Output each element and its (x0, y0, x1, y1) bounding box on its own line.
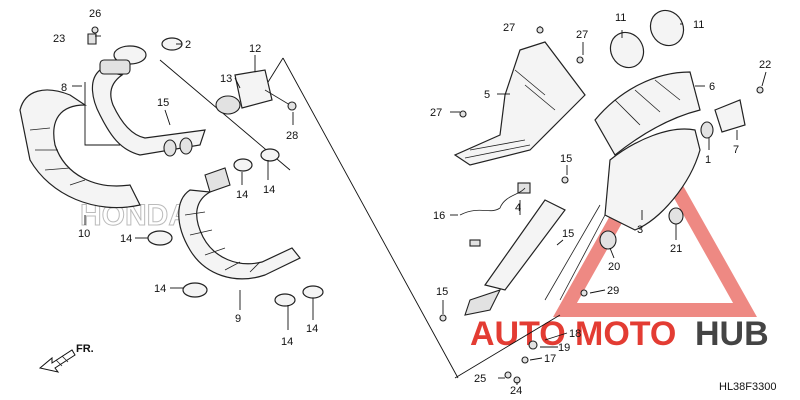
callout-8: 8 (61, 82, 67, 94)
watermark-logo: AUTO MOTO HUB (470, 315, 769, 353)
callout-15-b: 15 (560, 153, 572, 165)
callout-4: 4 (515, 202, 521, 214)
callout-1: 1 (705, 154, 711, 166)
callout-14-b: 14 (263, 184, 275, 196)
clamp-parts-14 (147, 148, 324, 307)
exhaust-pipe-lower-part (178, 167, 301, 280)
callout-13: 13 (220, 73, 232, 85)
callout-27-c: 27 (430, 107, 442, 119)
callout-15-a: 15 (157, 97, 169, 109)
callout-29: 29 (607, 285, 619, 297)
muffler-body-part (544, 128, 701, 301)
front-direction-arrow: FR. (38, 343, 94, 373)
callout-15-c: 15 (562, 228, 574, 240)
callout-14-d: 14 (154, 283, 166, 295)
callout-27-a: 27 (503, 22, 515, 34)
callout-11-a: 11 (615, 12, 626, 24)
callout-labels: 26 23 2 8 12 13 15 28 14 14 10 14 14 9 1… (53, 8, 771, 397)
diagram-code: HL38F3300 (719, 381, 777, 393)
callout-14-f: 14 (306, 323, 318, 335)
bolt-parts-23-26 (87, 26, 99, 45)
joint-parts-12-13 (215, 69, 297, 115)
callout-25: 25 (474, 373, 486, 385)
callout-26: 26 (89, 8, 101, 20)
ring-parts-11 (609, 9, 685, 69)
direction-label: FR. (76, 343, 94, 355)
callout-27-b: 27 (576, 29, 588, 41)
svg-text:HUB: HUB (695, 315, 769, 353)
callout-22: 22 (759, 59, 771, 71)
callout-9: 9 (235, 313, 241, 325)
callout-11-b: 11 (693, 19, 704, 31)
callout-3: 3 (637, 224, 643, 236)
callout-15-d: 15 (436, 286, 448, 298)
muffler-cover-part (594, 71, 701, 156)
callout-14-c: 14 (120, 233, 132, 245)
svg-text:MOTO: MOTO (575, 315, 676, 353)
leader-lines (72, 23, 767, 385)
tail-cap-part-7 (700, 86, 764, 139)
catalytic-pipe-part (464, 182, 566, 316)
callout-7: 7 (733, 144, 739, 156)
callout-17: 17 (544, 353, 556, 365)
callout-23: 23 (53, 33, 65, 45)
callout-28: 28 (286, 130, 298, 142)
callout-6: 6 (709, 81, 715, 93)
callout-18: 18 (569, 328, 581, 340)
callout-21: 21 (670, 243, 682, 255)
heat-shield-left-part (19, 89, 141, 209)
callout-14-e: 14 (281, 336, 293, 348)
callout-12: 12 (249, 43, 261, 55)
callout-19: 19 (558, 342, 570, 354)
exhaust-pipe-upper-part (91, 45, 206, 157)
callout-14-a: 14 (236, 189, 248, 201)
sensor-cable-part-16 (459, 187, 526, 247)
callout-16: 16 (433, 210, 445, 222)
small-hardware-bottom (439, 176, 588, 384)
callout-5: 5 (484, 89, 490, 101)
callout-10: 10 (78, 228, 90, 240)
callout-24: 24 (510, 385, 522, 397)
watermark-triangle (553, 135, 757, 317)
heat-shield-center-part (453, 26, 586, 166)
callout-2: 2 (185, 39, 191, 51)
callout-20: 20 (608, 261, 620, 273)
